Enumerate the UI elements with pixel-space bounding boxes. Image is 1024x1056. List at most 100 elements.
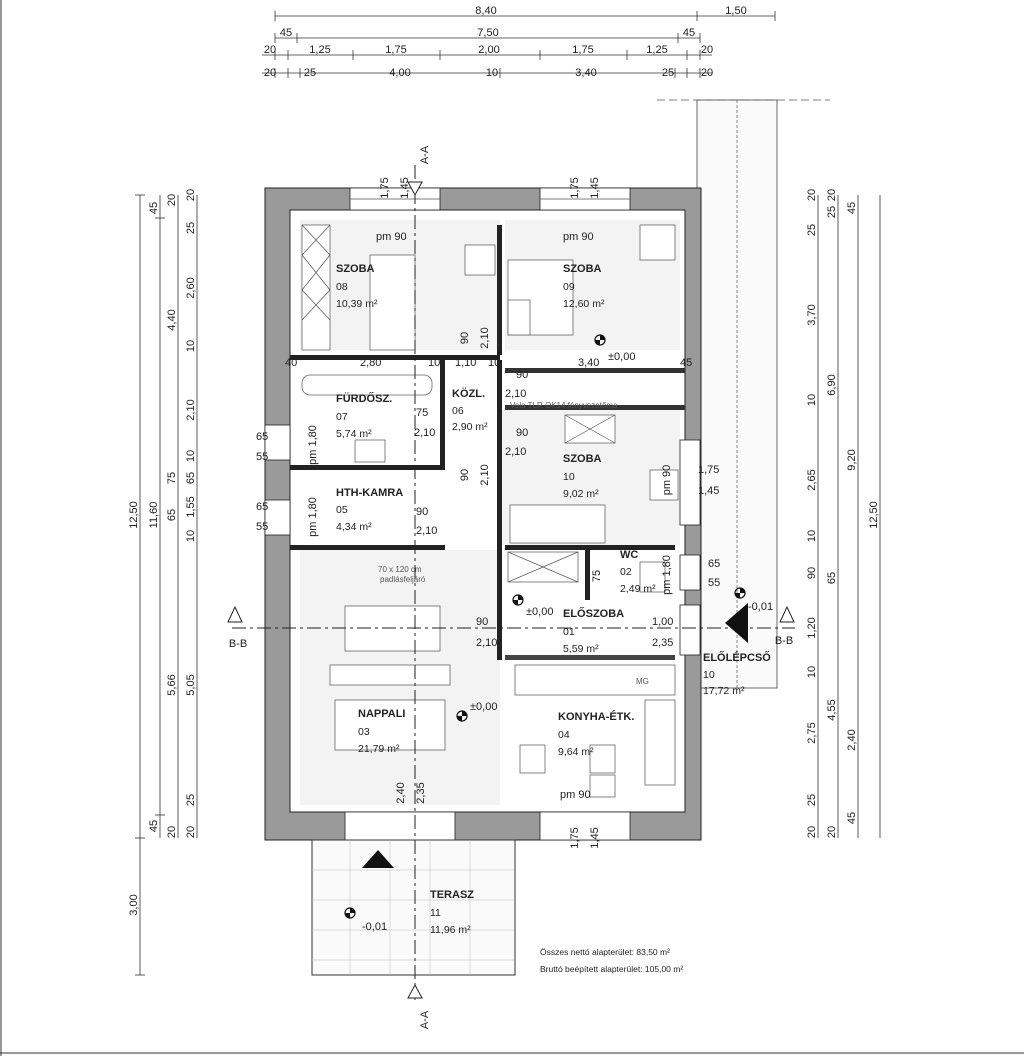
inner-dim: 3,40 <box>578 357 599 369</box>
door-width: 90 <box>516 427 528 439</box>
level-value: -0,01 <box>362 921 387 933</box>
left-dimension-chains: 12,50 3,00 45 11,60 45 20 4,40 75 65 5,6… <box>128 189 198 976</box>
dim-right-mid: 45 <box>846 202 858 214</box>
dim-top-row3: 1,25 <box>309 44 330 56</box>
room-number: 03 <box>358 726 370 738</box>
dim-right-outer: 12,50 <box>868 501 880 529</box>
section-a-bottom-marker <box>407 983 423 999</box>
dim-right-fine: 25 <box>806 794 818 806</box>
interior-walls <box>290 225 685 660</box>
sill-height: pm 90 <box>376 231 407 243</box>
window-height: 55 <box>708 577 720 589</box>
level-value: ±0,00 <box>470 701 497 713</box>
section-b-left-marker <box>227 605 243 623</box>
dim-top-row3: 1,75 <box>572 44 593 56</box>
sill-height: pm 1,80 <box>307 497 319 537</box>
level-value: ±0,00 <box>608 351 635 363</box>
room-area: 11,96 m² <box>430 924 471 936</box>
room-name: SZOBA <box>563 453 602 465</box>
dim-top-row3: 2,00 <box>478 44 499 56</box>
door-height: 2,10 <box>476 637 497 649</box>
dim-left-fine: 25 <box>185 222 197 234</box>
door-height: 2,35 <box>652 637 673 649</box>
room-name: KONYHA-ÉTK. <box>558 710 634 723</box>
dim-right-fine: 2,75 <box>806 722 818 743</box>
window-width: 65 <box>256 501 268 513</box>
dim-right-fine: 10 <box>806 666 818 678</box>
dim-left-outer: 3,00 <box>128 894 140 915</box>
inner-dim: 10 <box>488 357 500 369</box>
section-aa-bottom-label: A-A <box>419 1010 431 1029</box>
room-number: 11 <box>430 907 441 919</box>
dim-top-row4: 10 <box>486 67 498 79</box>
top-dimension-chains: 8,40 1,50 45 7,50 45 20 1,25 1,75 2,00 1… <box>262 5 776 79</box>
window-height: 1,45 <box>698 485 719 497</box>
door-width: 75 <box>591 570 603 582</box>
dim-right-fine: 20 <box>806 826 818 838</box>
inner-dim: 10 <box>428 357 440 369</box>
door-width: 90 <box>416 506 428 518</box>
dim-top-row3: 1,25 <box>646 44 667 56</box>
dim-left-inner: 75 <box>166 472 178 484</box>
dim-top-row3: 1,75 <box>385 44 406 56</box>
dim-left-inner: 4,40 <box>166 309 178 330</box>
dim-left-inner: 20 <box>166 194 178 206</box>
level-marker-icon <box>594 334 606 346</box>
window-height: 2,35 <box>415 782 427 803</box>
dim-top-row4: 20 <box>701 67 713 79</box>
sill-height: pm 90 <box>661 465 673 496</box>
dim-right-fine: 3,70 <box>806 304 818 325</box>
dim-right-fine: 1,20 <box>806 617 818 638</box>
room-number: 10 <box>703 669 715 681</box>
window-width: 65 <box>256 431 268 443</box>
inner-dimension-row: 40 2,80 10 1,10 10 3,40 45 <box>285 357 692 369</box>
room-number: 04 <box>558 729 570 741</box>
total-gross-area: Bruttó beépített alapterület: 105,00 m² <box>540 964 683 974</box>
dim-right-fine: 10 <box>806 530 818 542</box>
dim-right-mid: 9,20 <box>846 449 858 470</box>
sill-height: pm 1,80 <box>661 555 673 595</box>
room-name: KÖZL. <box>452 387 485 400</box>
dim-top-row4: 3,40 <box>575 67 596 79</box>
room-name: HTH-KAMRA <box>336 487 403 499</box>
window-width: 1,75 <box>698 464 719 476</box>
dim-left-fine: 20 <box>185 189 197 201</box>
dim-top-row4: 20 <box>264 67 276 79</box>
room-number: 06 <box>452 405 464 417</box>
door-height: 2,10 <box>505 388 526 400</box>
window-height: 1,45 <box>399 177 411 198</box>
room-number: 02 <box>620 566 632 578</box>
furniture <box>301 224 679 798</box>
dim-right-fine: 2,65 <box>806 469 818 490</box>
level-marker-icon <box>512 594 524 606</box>
dim-top-row2: 45 <box>280 27 292 39</box>
dim-top-terrace: 1,50 <box>725 5 746 17</box>
dim-top-row4: 25 <box>662 67 674 79</box>
dim-top-row3: 20 <box>264 44 276 56</box>
dim-top-row3: 20 <box>701 44 713 56</box>
right-dimension-chains: 12,50 45 9,20 45 20 25 6,90 65 4,55 20 2… <box>806 189 881 838</box>
attic-hatch-size: 70 x 120 cm <box>378 565 422 574</box>
dim-left-fine: 1,55 <box>185 496 197 517</box>
dim-left-inner: 20 <box>166 826 178 838</box>
dim-left-fine: 10 <box>185 450 197 462</box>
dim-left-inner: 65 <box>166 509 178 521</box>
room-area: 12,60 m² <box>563 298 605 310</box>
dim-left-fine: 10 <box>185 530 197 542</box>
dim-left-fine: 65 <box>185 472 197 484</box>
door-width: 1,00 <box>652 616 673 628</box>
section-lines: A-A A-A B-B B-B <box>227 145 795 1029</box>
room-number: 10 <box>563 471 575 483</box>
dim-top-row4: 25 <box>304 67 316 79</box>
dim-right-fine: 2,40 <box>846 729 858 750</box>
room-labels: SZOBA 08 10,39 m² SZOBA 09 12,60 m² FÜRD… <box>336 263 771 936</box>
window-height: 55 <box>256 521 268 533</box>
dim-top-row4: 4,00 <box>389 67 410 79</box>
room-name: SZOBA <box>563 263 602 275</box>
total-net-area: Összes nettó alapterület: 83,50 m² <box>540 947 670 957</box>
dim-left-mid: 45 <box>148 820 160 832</box>
level-value: -0,01 <box>748 601 773 613</box>
room-area: 5,74 m² <box>336 428 372 440</box>
appliance-label: MG <box>636 677 649 686</box>
